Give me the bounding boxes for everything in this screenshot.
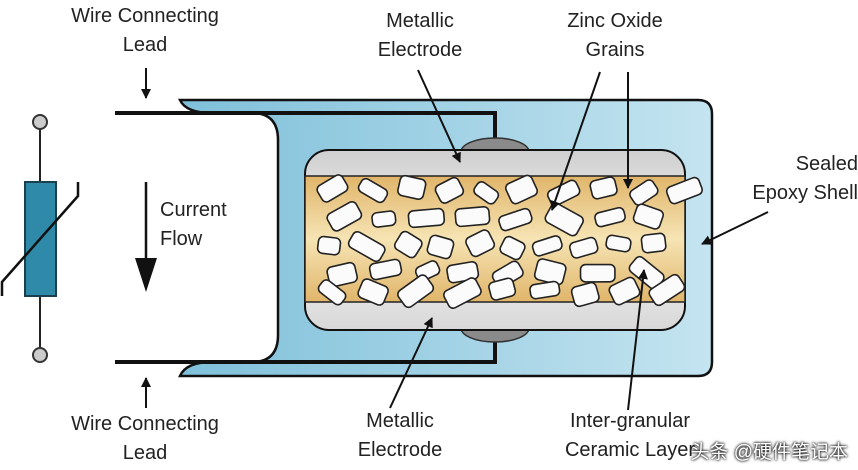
zinc-oxide-grain <box>544 202 584 237</box>
zinc-oxide-grain <box>488 277 517 301</box>
zinc-oxide-grain <box>589 176 618 200</box>
zinc-oxide-grain <box>499 235 526 261</box>
zinc-oxide-grain <box>570 281 600 308</box>
zinc-oxide-grain <box>473 181 500 205</box>
zinc-oxide-grain <box>326 201 363 232</box>
zinc-oxide-grain <box>531 235 563 257</box>
zinc-oxide-grain <box>397 274 435 309</box>
zinc-oxide-grain <box>316 235 342 256</box>
varistor-symbol-icon <box>0 114 80 363</box>
zinc-oxide-grain <box>454 205 491 228</box>
zinc-oxide-grain <box>317 279 347 306</box>
zinc-oxide-grain <box>648 273 686 307</box>
zinc-oxide-grain <box>629 179 659 206</box>
zinc-oxide-grain <box>371 210 397 228</box>
watermark: 头条 @硬件笔记本 <box>690 442 848 463</box>
zinc-oxide-grains <box>316 174 704 309</box>
zinc-oxide-grain <box>316 174 349 203</box>
zinc-oxide-grain <box>632 203 664 230</box>
zinc-oxide-grain <box>465 229 496 258</box>
zinc-oxide-grain <box>326 261 358 288</box>
zinc-oxide-grain <box>504 174 539 205</box>
zinc-oxide-grain <box>443 277 482 309</box>
pointer-arrows <box>141 68 769 411</box>
zinc-oxide-grain <box>357 177 389 204</box>
zinc-oxide-grain <box>568 236 599 259</box>
zinc-oxide-grain <box>498 207 533 232</box>
zinc-oxide-grain <box>608 276 641 306</box>
zinc-oxide-grain <box>665 176 704 205</box>
zinc-oxide-grain <box>594 206 626 228</box>
zinc-oxide-grain <box>529 280 561 300</box>
zinc-oxide-grain <box>434 176 465 204</box>
zinc-oxide-grain <box>357 278 389 306</box>
zinc-oxide-grain <box>579 263 616 283</box>
wire-lead-top <box>115 111 497 138</box>
zinc-oxide-grain <box>397 174 427 201</box>
zinc-oxide-grain <box>347 230 386 263</box>
zinc-oxide-grain <box>426 234 455 260</box>
zinc-oxide-grain <box>407 207 446 229</box>
zinc-oxide-grain <box>368 258 403 281</box>
zinc-oxide-grain <box>605 234 632 253</box>
zinc-oxide-grain <box>393 230 423 259</box>
zinc-oxide-grain <box>640 232 667 254</box>
wire-lead-bottom <box>115 340 497 364</box>
